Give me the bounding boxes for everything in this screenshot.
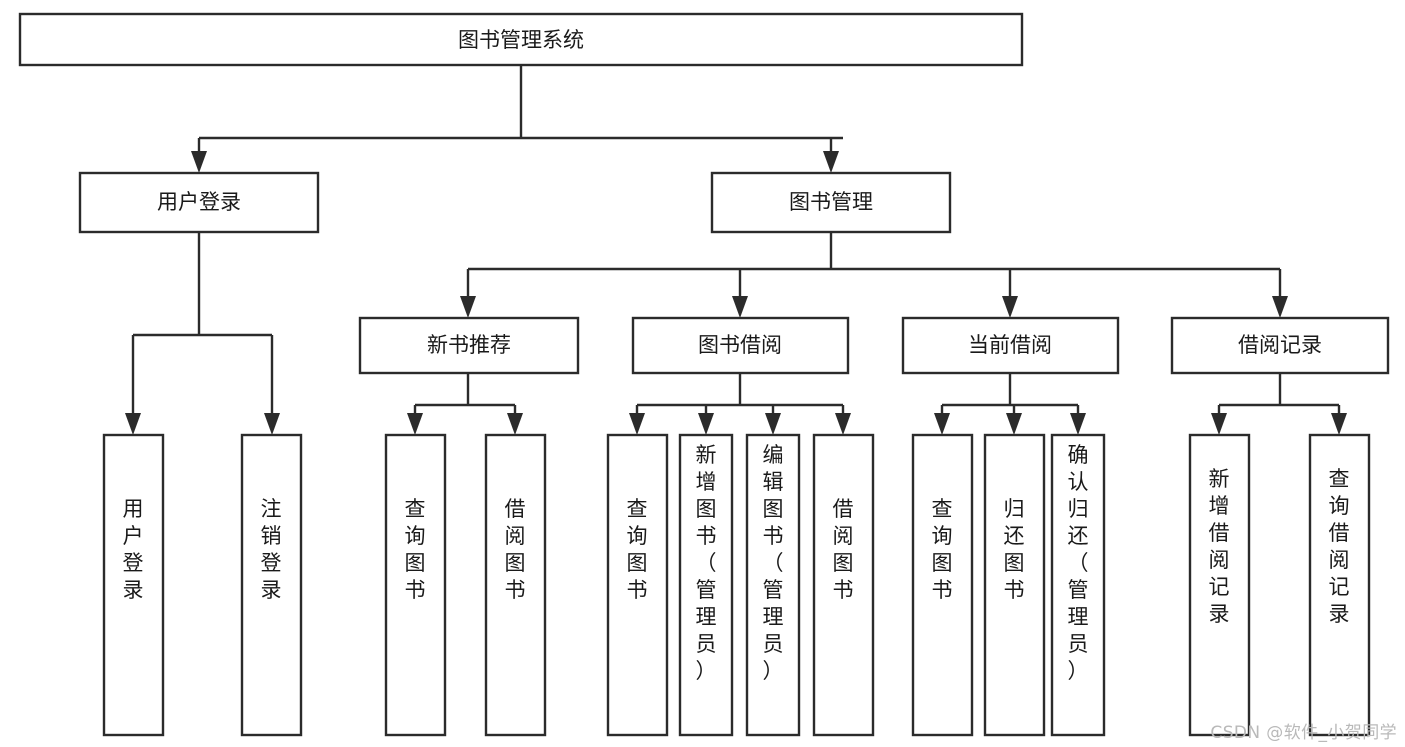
arrow-root-to-book-manage (823, 151, 839, 173)
node-leaf-borrow-borrow-book[interactable]: 借阅图书 (812, 433, 875, 737)
node-leaf-user-login[interactable]: 用户登录 (102, 433, 165, 737)
node-leaf-record-query[interactable]: 查询借阅记录 (1308, 433, 1371, 737)
node-leaf-borrow-borrow-book-box[interactable] (812, 433, 875, 737)
node-leaf-borrow-borrow-book-label: 借阅图书 (833, 497, 854, 602)
node-leaf-user-logout-label: 注销登录 (261, 497, 282, 602)
node-current-borrow-box[interactable] (901, 316, 1120, 375)
node-leaf-current-query-book-label: 查询图书 (932, 497, 953, 602)
node-leaf-current-return-book-label: 归还图书 (1004, 497, 1025, 602)
connector-user-login-bus (131, 232, 274, 422)
node-leaf-user-login-box[interactable] (102, 433, 165, 737)
node-leaf-new-query-book-box[interactable] (384, 433, 447, 737)
node-leaf-user-logout-box[interactable] (240, 433, 303, 737)
node-leaf-borrow-edit-book-box[interactable] (745, 433, 801, 737)
node-leaf-record-query-box[interactable] (1308, 433, 1371, 737)
arrow-current-to-query (934, 413, 950, 435)
node-user-login-label: 用户登录 (157, 190, 241, 214)
connector-root-bus (197, 65, 843, 160)
arrow-current-to-return (1006, 413, 1022, 435)
node-leaf-new-borrow-book-box[interactable] (484, 433, 547, 737)
node-leaf-borrow-edit-book-label: 编辑图书（管理员） (763, 443, 784, 683)
node-current-borrow[interactable]: 当前借阅 (901, 316, 1120, 375)
node-user-login-box[interactable] (78, 171, 320, 234)
node-leaf-current-query-book[interactable]: 查询图书 (911, 433, 974, 737)
arrow-borrow-to-query (629, 413, 645, 435)
node-new-book-recommend-box[interactable] (358, 316, 580, 375)
node-book-borrow-label: 图书借阅 (698, 333, 782, 357)
node-leaf-record-add-box[interactable] (1188, 433, 1251, 737)
node-leaf-current-return-book-box[interactable] (983, 433, 1046, 737)
connector-book-manage-bus (466, 232, 1282, 305)
node-book-management-box[interactable] (710, 171, 952, 234)
node-leaf-new-query-book-label: 查询图书 (405, 497, 426, 602)
node-leaf-borrow-query-book-box[interactable] (606, 433, 669, 737)
connector-layer (125, 65, 1347, 435)
arrow-root-to-user-login (191, 151, 207, 173)
arrow-book-to-record (1272, 296, 1288, 318)
arrow-borrow-to-edit (765, 413, 781, 435)
arrow-newbooks-to-query (407, 413, 423, 435)
arrow-borrow-to-add (698, 413, 714, 435)
node-current-borrow-label: 当前借阅 (968, 333, 1052, 357)
node-leaf-new-borrow-book[interactable]: 借阅图书 (484, 433, 547, 737)
node-root-label: 图书管理系统 (458, 28, 584, 52)
node-leaf-current-query-book-box[interactable] (911, 433, 974, 737)
arrow-newbooks-to-borrow (507, 413, 523, 435)
node-leaf-borrow-add-book-box[interactable] (678, 433, 734, 737)
csdn-watermark: CSDN @软件_小贺同学 (1210, 723, 1397, 743)
node-borrow-record[interactable]: 借阅记录 (1170, 316, 1390, 375)
arrow-borrow-to-borrowbook (835, 413, 851, 435)
connector-new-books-bus (413, 373, 517, 422)
node-leaf-user-login-label: 用户登录 (123, 497, 144, 602)
node-book-management[interactable]: 图书管理 (710, 171, 952, 234)
node-leaf-record-add[interactable]: 新增借阅记录 (1188, 433, 1251, 737)
node-leaf-current-confirm-return[interactable]: 确认归还（管理员） (1050, 433, 1106, 737)
node-leaf-new-query-book[interactable]: 查询图书 (384, 433, 447, 737)
arrow-current-to-confirm (1070, 413, 1086, 435)
node-leaf-record-query-label: 查询借阅记录 (1329, 467, 1350, 626)
node-book-management-label: 图书管理 (789, 190, 873, 214)
node-new-book-recommend[interactable]: 新书推荐 (358, 316, 580, 375)
node-leaf-new-borrow-book-label: 借阅图书 (505, 497, 526, 602)
arrow-user-to-login (125, 413, 141, 435)
node-new-book-recommend-label: 新书推荐 (427, 333, 511, 357)
connector-record-bus (1217, 373, 1341, 422)
node-book-borrow-box[interactable] (631, 316, 850, 375)
node-root[interactable]: 图书管理系统 (18, 12, 1024, 67)
arrow-book-to-new-books (460, 296, 476, 318)
node-leaf-current-return-book[interactable]: 归还图书 (983, 433, 1046, 737)
arrow-record-to-query (1331, 413, 1347, 435)
arrow-book-to-borrow (732, 296, 748, 318)
node-leaf-user-logout[interactable]: 注销登录 (240, 433, 303, 737)
node-borrow-record-box[interactable] (1170, 316, 1390, 375)
node-user-login[interactable]: 用户登录 (78, 171, 320, 234)
connector-borrow-bus (635, 373, 845, 422)
node-borrow-record-label: 借阅记录 (1238, 333, 1322, 357)
node-leaf-borrow-edit-book[interactable]: 编辑图书（管理员） (745, 433, 801, 737)
node-leaf-current-confirm-return-box[interactable] (1050, 433, 1106, 737)
node-root-box[interactable] (18, 12, 1024, 67)
node-leaf-borrow-add-book-label: 新增图书（管理员） (696, 443, 717, 683)
node-book-borrow[interactable]: 图书借阅 (631, 316, 850, 375)
arrow-book-to-current (1002, 296, 1018, 318)
node-leaf-current-confirm-return-label: 确认归还（管理员） (1068, 443, 1089, 683)
node-leaf-borrow-add-book[interactable]: 新增图书（管理员） (678, 433, 734, 737)
node-leaf-borrow-query-book-label: 查询图书 (627, 497, 648, 602)
arrow-user-to-logout (264, 413, 280, 435)
arrow-record-to-add (1211, 413, 1227, 435)
node-leaf-borrow-query-book[interactable]: 查询图书 (606, 433, 669, 737)
node-leaf-record-add-label: 新增借阅记录 (1209, 467, 1230, 626)
